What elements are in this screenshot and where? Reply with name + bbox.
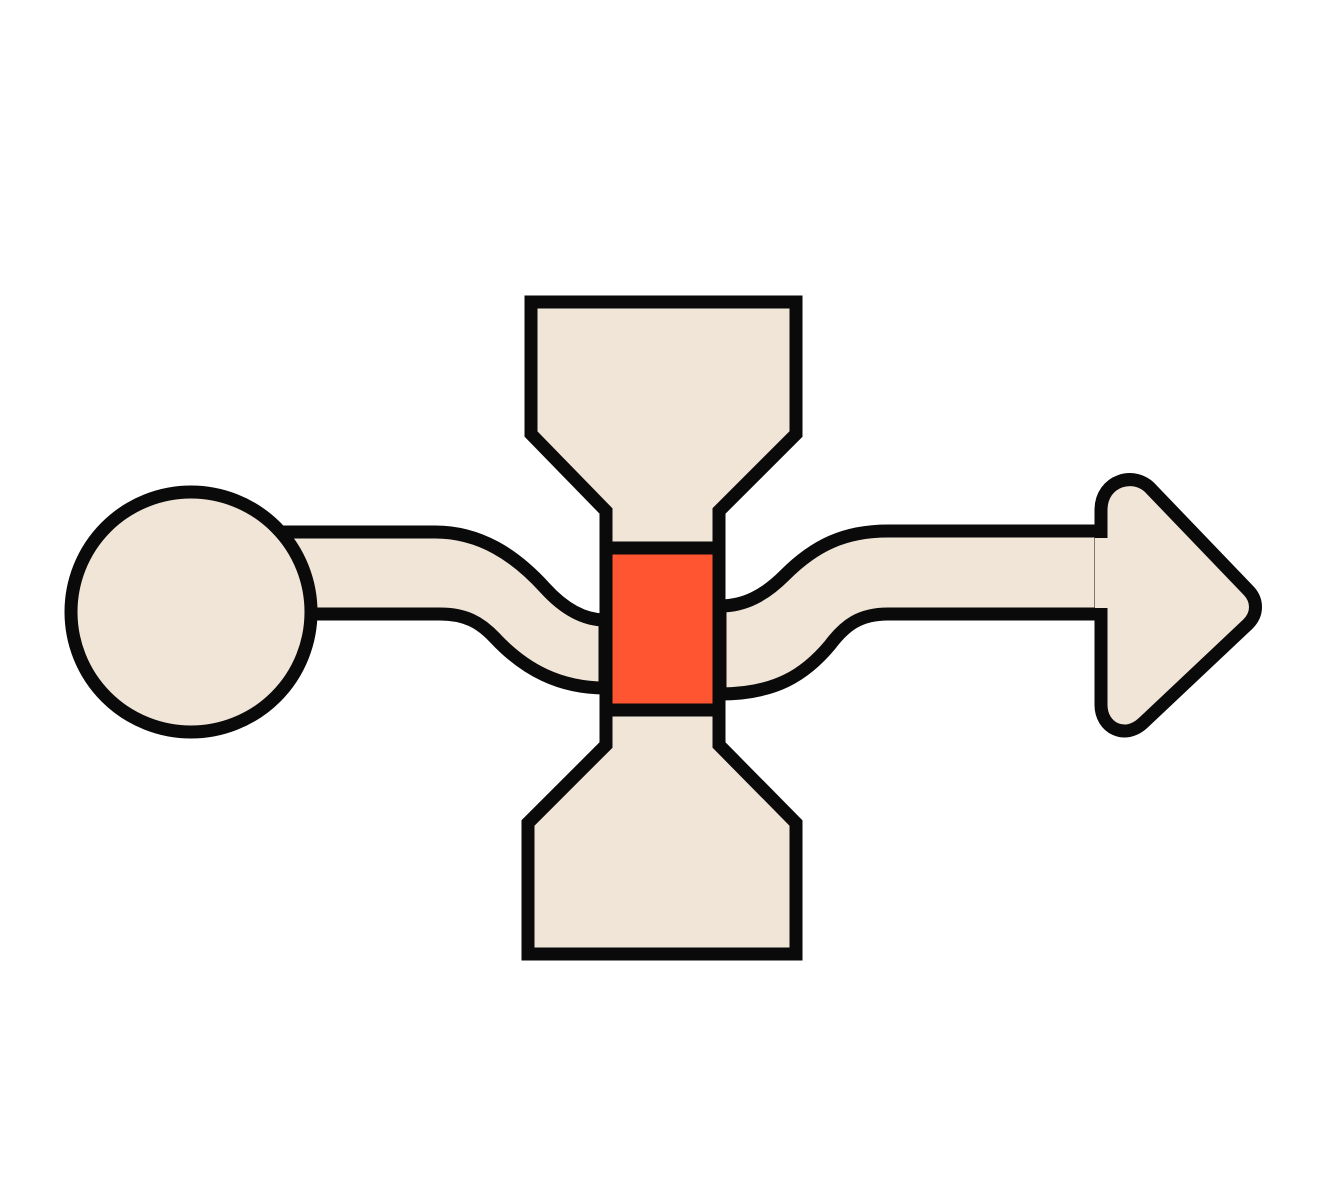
right-path-band [713, 524, 1112, 701]
start-circle-node [64, 485, 318, 739]
arrow-seam-cover [1095, 538, 1111, 608]
bottom-funnel-node [521, 703, 803, 961]
center-square-node [599, 541, 726, 717]
end-arrow-node [1094, 473, 1262, 738]
top-funnel-node [524, 295, 803, 555]
